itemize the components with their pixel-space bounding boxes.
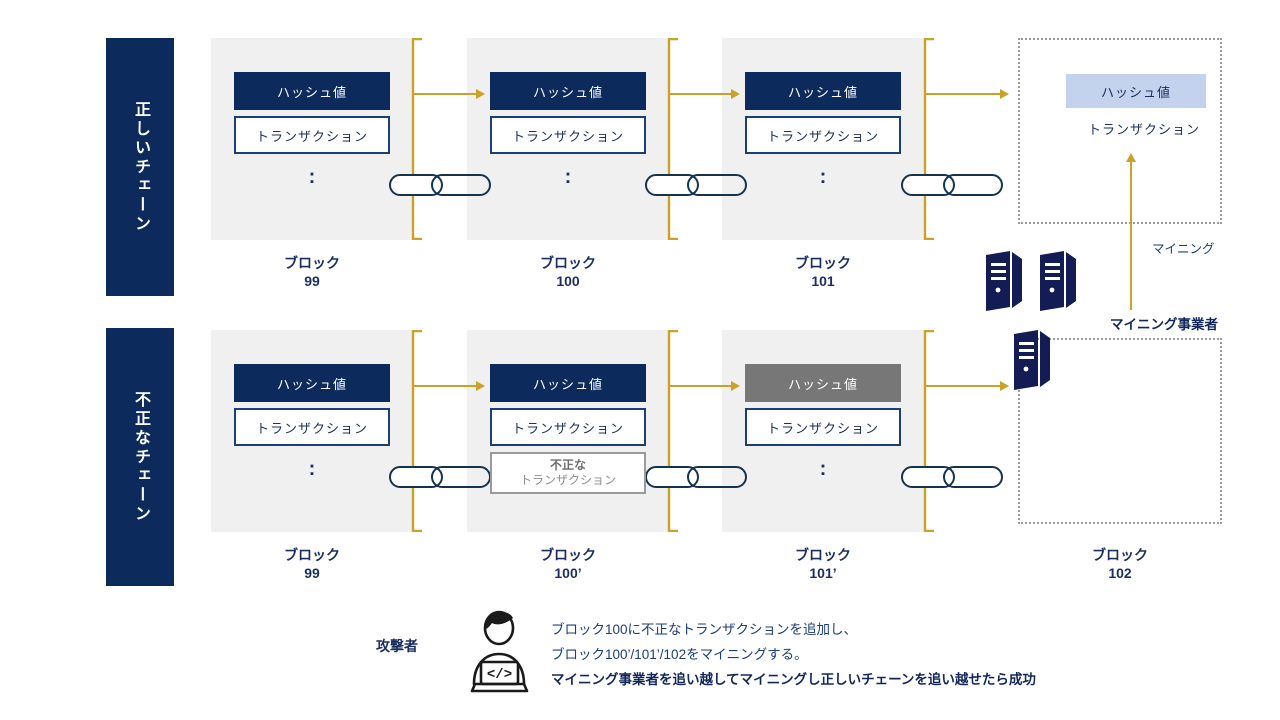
arrow-right-icon (925, 385, 1003, 387)
block-card-99-fraud: ハッシュ値 トランザクション : (211, 330, 413, 532)
hash-box: ハッシュ値 (234, 72, 390, 110)
transaction-box: トランザクション (234, 408, 390, 446)
block-label-line1: ブロック (540, 547, 596, 563)
block-label-line2: 101’ (809, 565, 837, 582)
chain-bracket-icon (411, 330, 422, 532)
chain-link-icon (645, 466, 747, 488)
block-label-line1: ブロック (795, 547, 851, 563)
arrow-right-head-icon (731, 381, 740, 391)
block-card-100prime-fraud: ハッシュ値 トランザクション 不正な トランザクション (467, 330, 669, 532)
arrow-right-icon (413, 93, 478, 95)
chain-bracket-icon (667, 38, 678, 240)
transaction-box: トランザクション (1087, 121, 1200, 137)
arrow-right-head-icon (1000, 89, 1009, 99)
server-tower-icon (986, 251, 1022, 311)
block-label-line2: 101 (811, 273, 835, 290)
block-label-line2: 100’ (554, 565, 582, 582)
caption-line-2: ブロック100’/101’/102をマイニングする。 (551, 646, 808, 662)
ellipsis-marker: : (819, 458, 827, 480)
chain-bracket-icon (411, 38, 422, 240)
chain-link-icon (901, 174, 1003, 196)
mining-operator-label: マイニング事業者 (1110, 317, 1218, 332)
hash-box: ハッシュ値 (490, 72, 646, 110)
chain-link-icon (389, 174, 491, 196)
server-tower-icon (1040, 251, 1076, 311)
side-label-correct-chain: 正しいチェーン (106, 38, 174, 296)
mining-arrow-head-icon (1126, 153, 1136, 162)
block-label-101prime-fraud: ブロック 101’ (722, 546, 924, 582)
chain-link-icon (645, 174, 747, 196)
block-label-99-correct: ブロック 99 (211, 254, 413, 290)
block-label-line2: 100 (556, 273, 580, 290)
block-label-line2: 99 (304, 565, 320, 582)
block-label-line1: ブロック (540, 255, 596, 271)
block-label-100prime-fraud: ブロック 100’ (467, 546, 669, 582)
arrow-right-icon (413, 385, 478, 387)
arrow-right-head-icon (476, 89, 485, 99)
arrow-right-head-icon (476, 381, 485, 391)
fraudulent-tx-line2: トランザクション (519, 473, 616, 487)
block-card-99-correct: ハッシュ値 トランザクション : (211, 38, 413, 240)
block-label-line1: ブロック (1092, 547, 1148, 563)
block-card-101-correct: ハッシュ値 トランザクション : (722, 38, 924, 240)
arrow-right-head-icon (1000, 381, 1009, 391)
chain-bracket-icon (923, 330, 934, 532)
svg-text:</>: </> (487, 667, 512, 683)
block-label-line2: 102 (1108, 565, 1132, 582)
chain-bracket-icon (923, 38, 934, 240)
transaction-box: トランザクション (490, 116, 646, 154)
chain-link-icon (389, 466, 491, 488)
hash-box: ハッシュ値 (1066, 74, 1206, 108)
side-label-fraud-chain: 不正なチェーン (106, 328, 174, 586)
block-card-pending-correct: ハッシュ値 トランザクション (1018, 38, 1222, 224)
caption-line-1: ブロック100に不正なトランザクションを追加し、 (551, 622, 858, 637)
hash-box: ハッシュ値 (745, 364, 901, 402)
caption-line-3: マイニング事業者を追い越してマイニングし正しいチェーンを追い越せたら成功 (551, 671, 1036, 687)
attacker-caption: ブロック100に不正なトランザクションを追加し、 ブロック100’/101’/1… (551, 618, 1036, 693)
block-label-99-fraud: ブロック 99 (211, 546, 413, 582)
block-label-102-fraud: ブロック 102 (1018, 546, 1222, 582)
chain-link-icon (901, 466, 1003, 488)
chain-bracket-icon (667, 330, 678, 532)
mining-label: マイニング (1152, 242, 1215, 256)
transaction-box: トランザクション (490, 408, 646, 446)
server-tower-icon (1014, 330, 1050, 390)
arrow-right-icon (669, 385, 733, 387)
block-label-line2: 99 (304, 273, 320, 290)
block-label-101-correct: ブロック 101 (722, 254, 924, 290)
hash-box: ハッシュ値 (745, 72, 901, 110)
transaction-box: トランザクション (745, 408, 901, 446)
block-label-100-correct: ブロック 100 (467, 254, 669, 290)
transaction-box: トランザクション (234, 116, 390, 154)
block-label-line1: ブロック (284, 255, 340, 271)
block-card-102-fraud (1018, 338, 1222, 524)
attacker-person-laptop-icon: </> (470, 610, 529, 693)
fraudulent-tx-line1: 不正な (549, 458, 586, 472)
block-card-100-correct: ハッシュ値 トランザクション : (467, 38, 669, 240)
transaction-box: トランザクション (745, 116, 901, 154)
ellipsis-marker: : (819, 166, 827, 188)
fraudulent-transaction-box: 不正な トランザクション (490, 452, 646, 494)
hash-box: ハッシュ値 (234, 364, 390, 402)
block-card-101prime-fraud: ハッシュ値 トランザクション : (722, 330, 924, 532)
arrow-right-head-icon (731, 89, 740, 99)
mining-arrow-icon (1130, 160, 1132, 310)
ellipsis-marker: : (308, 166, 316, 188)
hash-box: ハッシュ値 (490, 364, 646, 402)
arrow-right-icon (669, 93, 733, 95)
ellipsis-marker: : (308, 458, 316, 480)
block-label-line1: ブロック (795, 255, 851, 271)
block-label-line1: ブロック (284, 547, 340, 563)
ellipsis-marker: : (564, 166, 572, 188)
attacker-label: 攻撃者 (376, 638, 418, 654)
arrow-right-icon (925, 93, 1003, 95)
